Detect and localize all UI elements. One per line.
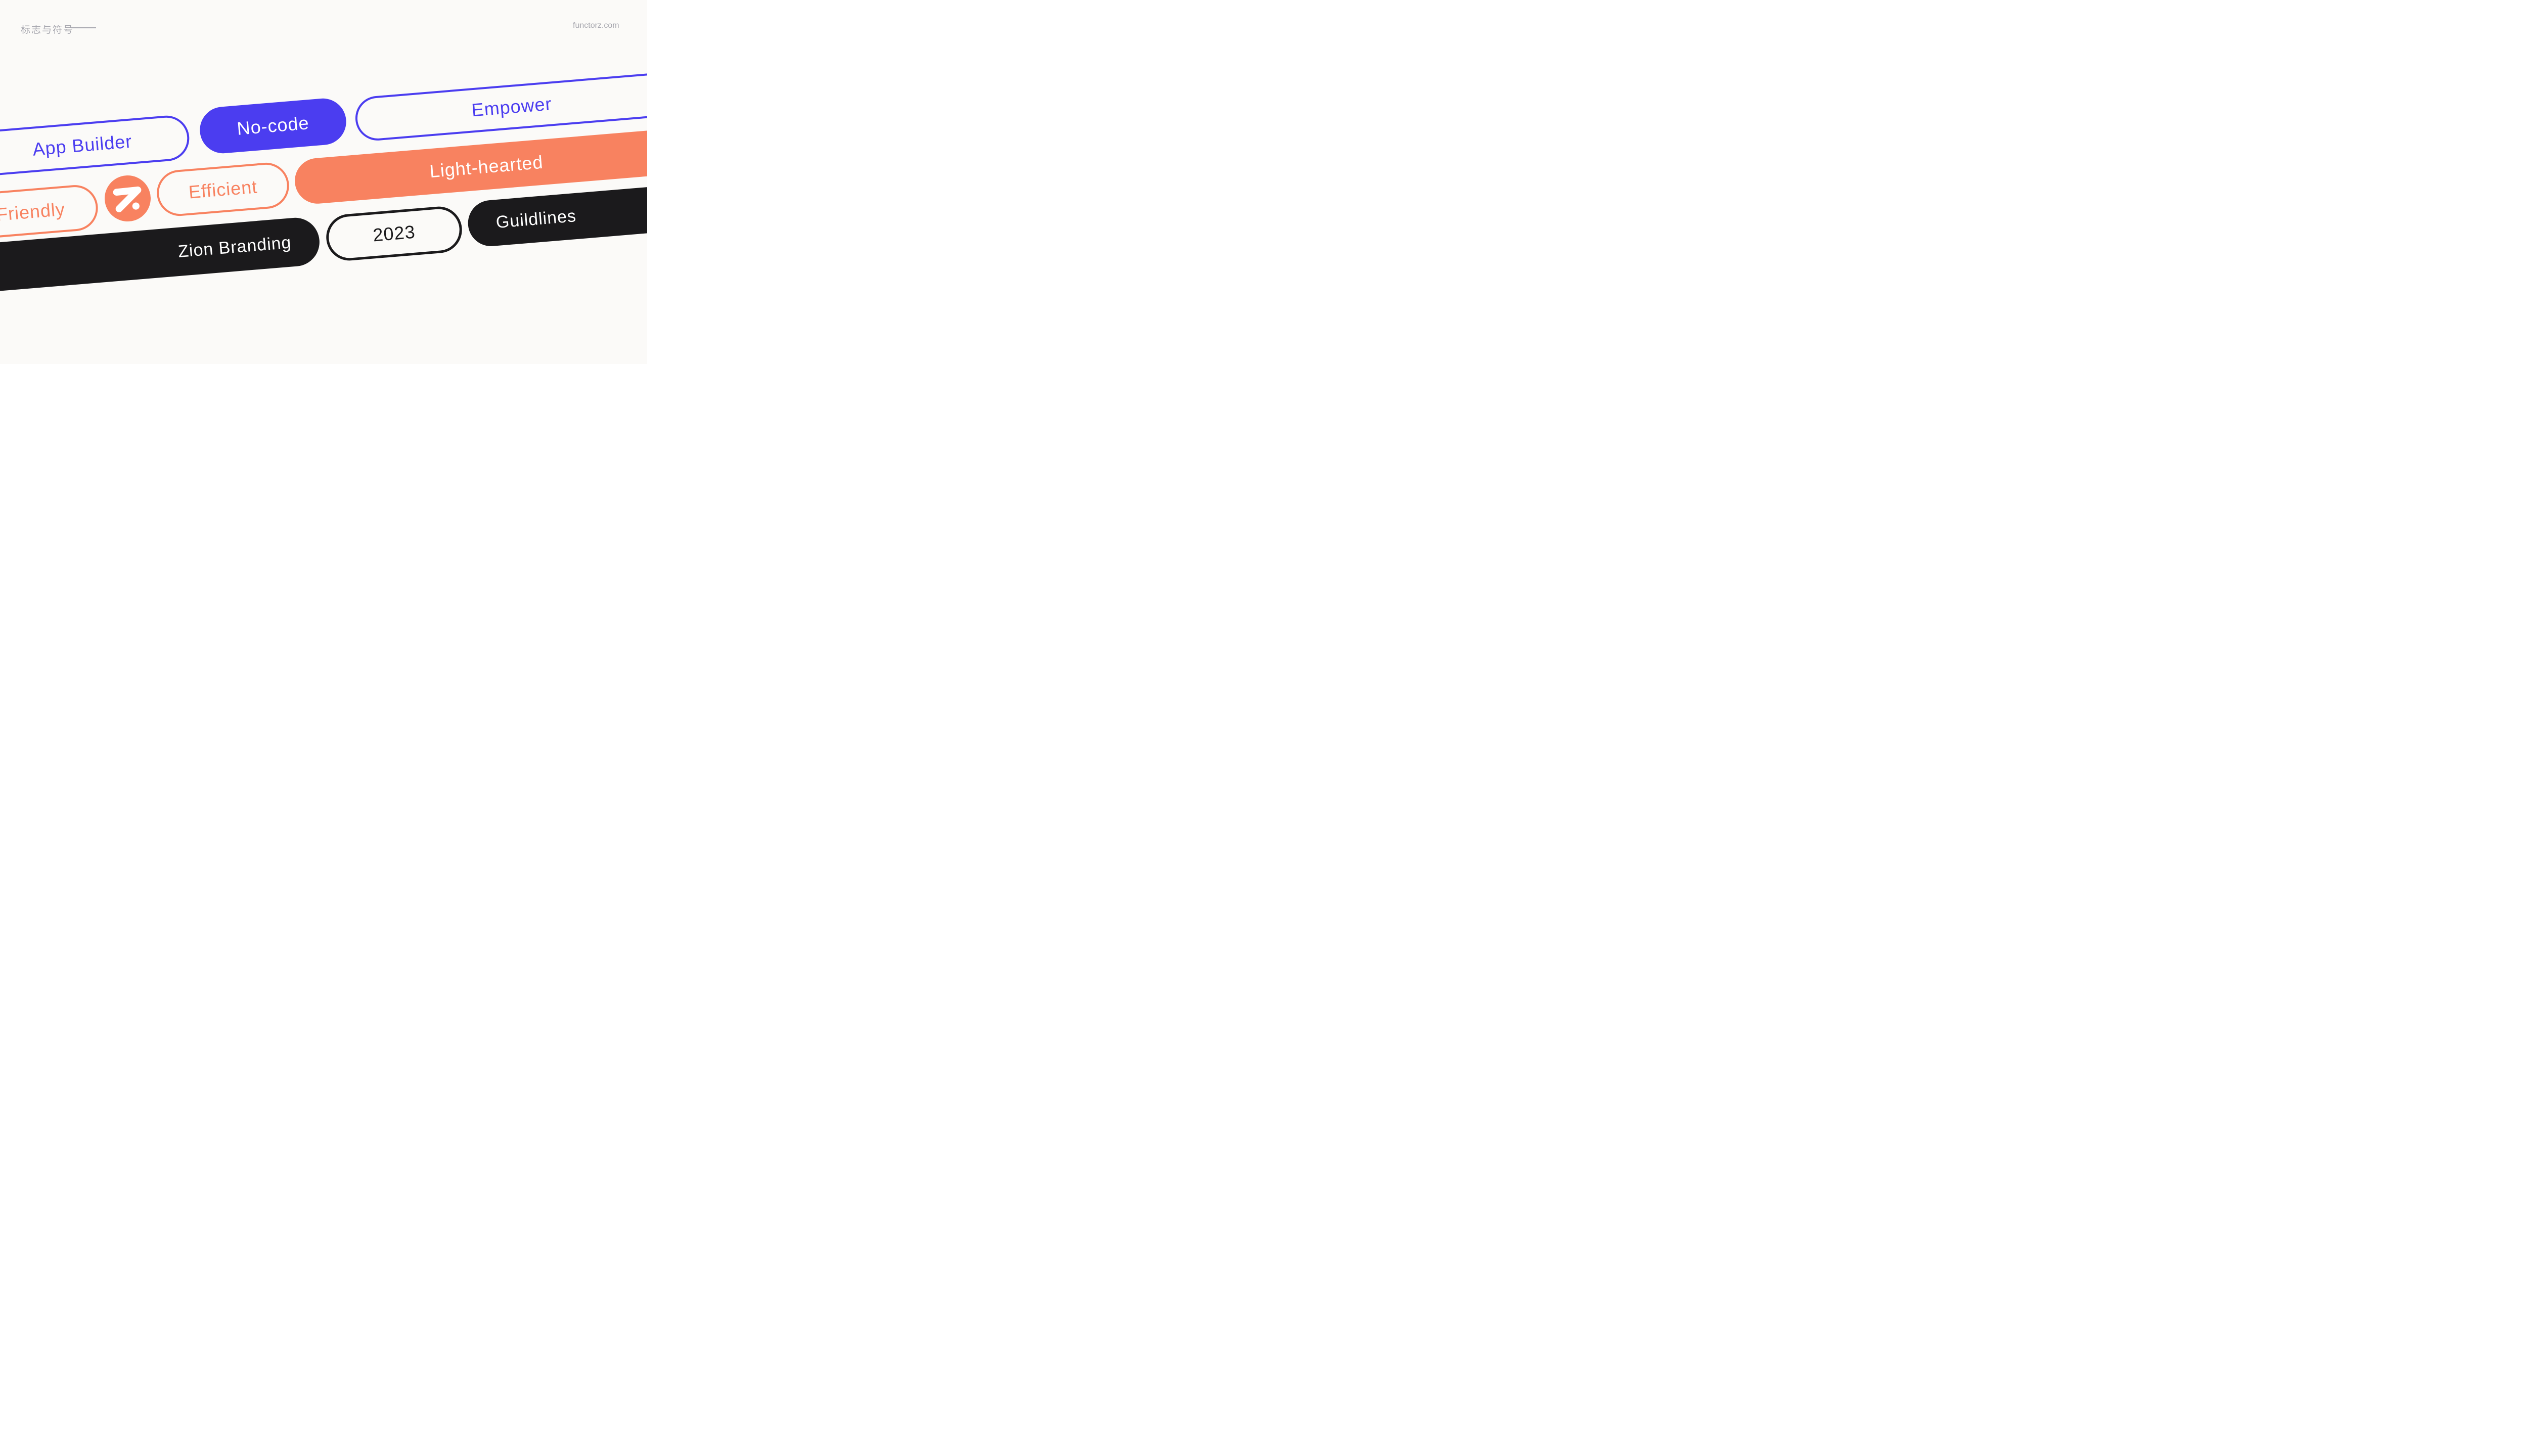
- pill-friendly-label: Friendly: [0, 198, 66, 225]
- pill-guildlines-label: Guildlines: [495, 206, 577, 233]
- pill-guildlines: Guildlines: [466, 181, 647, 248]
- pill-2023: 2023: [324, 205, 464, 262]
- pill-empower: Empower: [353, 71, 647, 143]
- pill-no-code: No-code: [198, 97, 348, 155]
- pill-efficient: Efficient: [155, 161, 291, 218]
- zion-logo: [105, 175, 151, 221]
- pill-zion-branding-label: Zion Branding: [177, 232, 292, 261]
- pill-app-builder-label: App Builder: [31, 130, 133, 160]
- divider-line: [71, 27, 96, 28]
- website-url: functorz.com: [573, 21, 619, 30]
- pill-2023-label: 2023: [372, 221, 417, 246]
- pill-friendly: Friendly: [0, 183, 100, 243]
- pill-efficient-label: Efficient: [188, 175, 258, 203]
- zion-logo-icon: [105, 175, 151, 221]
- pill-app-builder: App Builder: [0, 114, 191, 180]
- pill-light-hearted-label: Light-hearted: [429, 151, 544, 182]
- section-label: 标志与符号: [21, 25, 74, 35]
- slide-canvas: 标志与符号 functorz.com App Builder No-code E…: [0, 0, 647, 364]
- pill-empower-label: Empower: [471, 93, 553, 121]
- pill-no-code-label: No-code: [236, 112, 310, 139]
